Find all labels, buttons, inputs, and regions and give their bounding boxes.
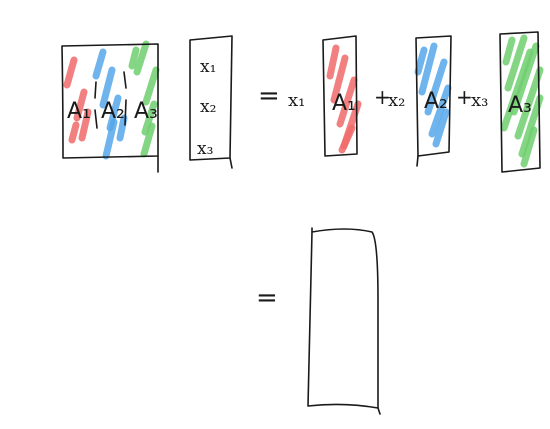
vector-entry-3: x₃ [197,139,213,159]
equals-sign-1: = [258,81,280,111]
matrix-col3-label: A₃ [134,99,158,124]
matrix-a [61,40,160,173]
plus-sign-2: + [456,85,473,109]
plus-sign-1: + [374,85,391,109]
term-a2-label: A₂ [424,89,448,114]
coefficient-x2: x₂ [388,90,405,111]
coefficient-x3: x₃ [471,90,488,111]
term-a3-border [499,31,541,173]
term-a2 [414,35,452,167]
equals-sign-2: = [256,283,278,313]
term-a1-border [322,35,358,157]
result-vector-border [307,228,379,409]
column-2-highlight [92,48,128,160]
coefficient-x1: x₁ [288,90,305,111]
column-divider [94,71,127,129]
vector-entry-2: x₂ [200,97,216,117]
term-a3-label: A₃ [508,93,532,118]
term-a1-label: A₁ [332,91,356,116]
column-3-highlight [128,40,160,158]
matrix-a-border [61,43,159,159]
term-a3 [499,31,544,173]
vector-entry-1: x₁ [200,57,216,77]
matrix-col2-label: A₂ [101,99,125,124]
term-a2-border [415,35,452,157]
column-1-highlight [63,56,92,144]
vector-x [189,35,233,169]
matrix-col1-label: A₁ [67,99,91,124]
term-a1 [322,35,362,157]
